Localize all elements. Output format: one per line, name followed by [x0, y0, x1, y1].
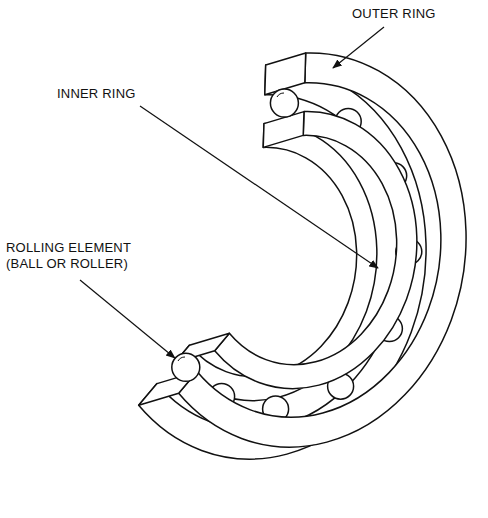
part-label-holder: ROLLING ELEMENT (BALL OR ROLLER)	[6, 240, 146, 272]
bearing-drawing	[132, 39, 488, 486]
ball	[270, 89, 298, 117]
part-label: INNER RING	[57, 86, 136, 102]
leader-line	[80, 280, 175, 358]
outer-ring-front	[172, 39, 488, 474]
ball-highlight	[277, 93, 284, 97]
part-label: OUTER RING	[352, 6, 436, 22]
inner-ring-front	[210, 101, 438, 407]
leader-lines	[80, 27, 384, 358]
part-label-holder: INNER RING	[57, 86, 136, 102]
part-label-holder: OUTER RING	[352, 6, 436, 22]
ball-highlight	[178, 357, 185, 361]
part-label: ROLLING ELEMENT (BALL OR ROLLER)	[6, 240, 146, 272]
leader-line	[140, 106, 378, 268]
ball	[172, 353, 200, 381]
leader-line	[333, 27, 384, 68]
front-face	[172, 39, 488, 474]
